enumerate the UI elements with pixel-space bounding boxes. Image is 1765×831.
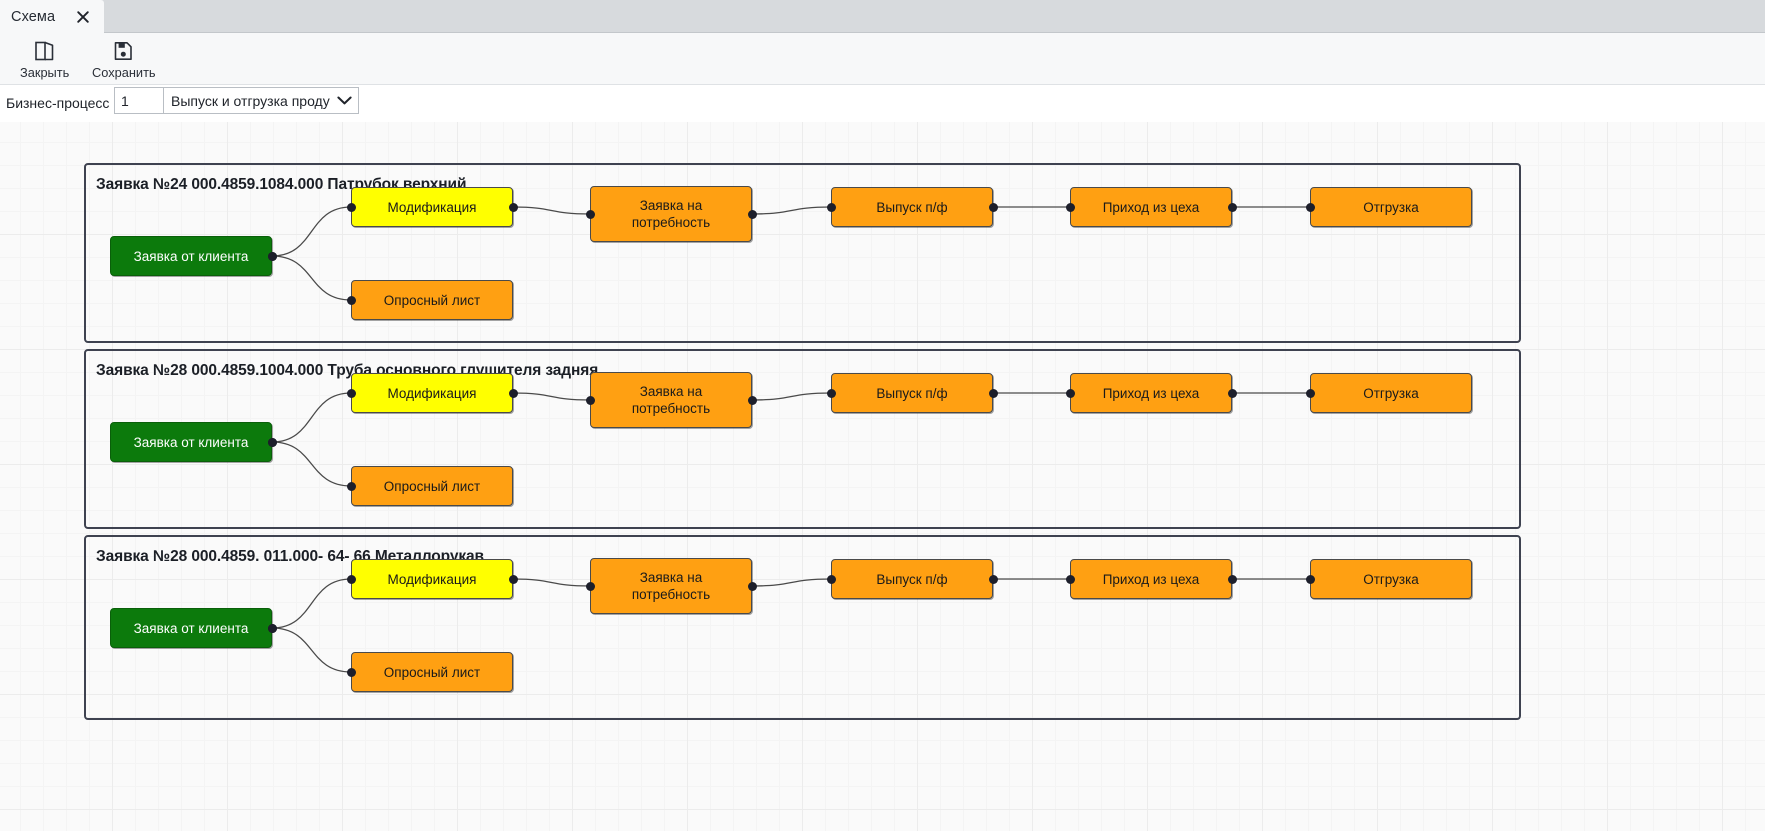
node-ship[interactable]: Отгрузка (1310, 559, 1472, 599)
port-out-release[interactable] (988, 574, 998, 584)
port-in-need[interactable] (585, 395, 595, 405)
node-survey[interactable]: Опросный лист (351, 280, 513, 320)
toolbar: Закрыть Сохранить 0 (0, 33, 1765, 108)
port-in-survey[interactable] (346, 295, 356, 305)
node-label: Отгрузка (1363, 385, 1419, 401)
port-in-need[interactable] (585, 581, 595, 591)
node-label: Заявка от клиента (133, 248, 249, 264)
floppy-disk-icon (113, 38, 134, 64)
tab-schema[interactable]: Схема (0, 0, 104, 33)
node-label: Опросный лист (383, 664, 481, 680)
node-label: Модификация (387, 199, 477, 215)
port-out-arrival[interactable] (1227, 574, 1237, 584)
port-in-modify[interactable] (346, 574, 356, 584)
port-out-need[interactable] (747, 395, 757, 405)
node-label: Заявка от клиента (133, 620, 249, 636)
port-in-ship[interactable] (1305, 202, 1315, 212)
port-in-modify[interactable] (346, 202, 356, 212)
node-modify[interactable]: Модификация (351, 373, 513, 413)
node-modify[interactable]: Модификация (351, 559, 513, 599)
diagram-canvas[interactable]: Заявка №24 000.4859.1084.000 Патрубок ве… (0, 122, 1765, 831)
node-label: Приход из цеха (1102, 571, 1200, 587)
node-label: Выпуск п/ф (876, 199, 948, 215)
close-door-icon (34, 38, 55, 64)
port-in-arrival[interactable] (1065, 574, 1075, 584)
port-in-arrival[interactable] (1065, 202, 1075, 212)
node-label: Заявка на потребность (631, 198, 711, 230)
business-process-select-value: Выпуск и отгрузка проду (171, 92, 330, 109)
node-label: Опросный лист (383, 478, 481, 494)
node-label: Отгрузка (1363, 571, 1419, 587)
node-survey[interactable]: Опросный лист (351, 652, 513, 692)
node-label: Заявка от клиента (133, 434, 249, 450)
node-label: Приход из цеха (1102, 199, 1200, 215)
node-need[interactable]: Заявка на потребность (590, 558, 752, 614)
process-lane (84, 163, 1521, 343)
node-modify[interactable]: Модификация (351, 187, 513, 227)
node-survey[interactable]: Опросный лист (351, 466, 513, 506)
node-arrival[interactable]: Приход из цеха (1070, 559, 1232, 599)
port-out-release[interactable] (988, 388, 998, 398)
port-out-release[interactable] (988, 202, 998, 212)
node-arrival[interactable]: Приход из цеха (1070, 373, 1232, 413)
process-lane (84, 535, 1521, 720)
node-label: Заявка на потребность (631, 384, 711, 416)
node-arrival[interactable]: Приход из цеха (1070, 187, 1232, 227)
port-out-arrival[interactable] (1227, 388, 1237, 398)
save-button-label: Сохранить (92, 65, 156, 80)
tab-schema-label: Схема (11, 8, 56, 25)
port-out-modify[interactable] (508, 202, 518, 212)
port-out-modify[interactable] (508, 388, 518, 398)
node-label: Модификация (387, 571, 477, 587)
business-process-label: Бизнес-процесс (6, 95, 110, 111)
node-label: Заявка на потребность (631, 570, 711, 602)
node-start[interactable]: Заявка от клиента (110, 608, 272, 648)
port-in-ship[interactable] (1305, 388, 1315, 398)
business-process-code-input[interactable] (114, 87, 164, 114)
node-ship[interactable]: Отгрузка (1310, 187, 1472, 227)
port-in-modify[interactable] (346, 388, 356, 398)
port-in-release[interactable] (826, 202, 836, 212)
node-ship[interactable]: Отгрузка (1310, 373, 1472, 413)
close-button[interactable]: Закрыть (14, 36, 75, 80)
port-in-arrival[interactable] (1065, 388, 1075, 398)
node-label: Отгрузка (1363, 199, 1419, 215)
port-out-need[interactable] (747, 581, 757, 591)
port-in-survey[interactable] (346, 667, 356, 677)
node-start[interactable]: Заявка от клиента (110, 422, 272, 462)
port-in-survey[interactable] (346, 481, 356, 491)
port-out-start[interactable] (267, 623, 277, 633)
node-release[interactable]: Выпуск п/ф (831, 187, 993, 227)
node-release[interactable]: Выпуск п/ф (831, 559, 993, 599)
port-out-start[interactable] (267, 437, 277, 447)
node-label: Выпуск п/ф (876, 385, 948, 401)
port-out-arrival[interactable] (1227, 202, 1237, 212)
port-out-need[interactable] (747, 209, 757, 219)
save-button[interactable]: Сохранить (86, 36, 162, 80)
node-label: Модификация (387, 385, 477, 401)
process-lane (84, 349, 1521, 529)
port-in-release[interactable] (826, 574, 836, 584)
port-in-need[interactable] (585, 209, 595, 219)
node-release[interactable]: Выпуск п/ф (831, 373, 993, 413)
port-out-modify[interactable] (508, 574, 518, 584)
tab-strip: Схема (0, 0, 1765, 33)
close-icon[interactable] (76, 10, 90, 24)
chevron-down-icon[interactable] (337, 92, 352, 110)
node-need[interactable]: Заявка на потребность (590, 186, 752, 242)
lane-title: Заявка №28 000.4859.1004.000 Труба основ… (96, 362, 599, 379)
parameter-bar: Бизнес-процесс Выпуск и отгрузка проду (0, 85, 1765, 122)
close-button-label: Закрыть (20, 65, 70, 80)
business-process-select[interactable]: Выпуск и отгрузка проду (163, 87, 359, 114)
node-start[interactable]: Заявка от клиента (110, 236, 272, 276)
node-label: Опросный лист (383, 292, 481, 308)
port-in-ship[interactable] (1305, 574, 1315, 584)
node-label: Приход из цеха (1102, 385, 1200, 401)
port-in-release[interactable] (826, 388, 836, 398)
node-need[interactable]: Заявка на потребность (590, 372, 752, 428)
port-out-start[interactable] (267, 251, 277, 261)
node-label: Выпуск п/ф (876, 571, 948, 587)
